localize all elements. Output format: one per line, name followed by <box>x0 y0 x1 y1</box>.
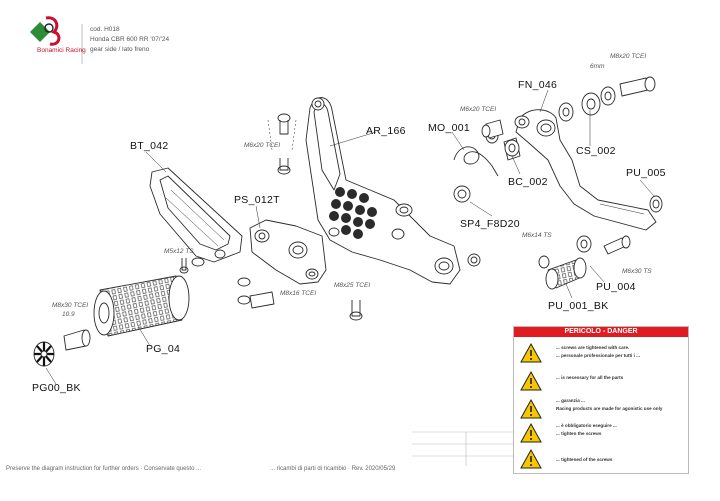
leader-lines <box>45 89 655 385</box>
form-box <box>412 431 516 466</box>
warning-triangle-icon <box>520 399 542 419</box>
footer-note-right: ... ricambi di parti di ricambio · Rev. … <box>270 466 396 472</box>
part-sp4-f8d20 <box>453 185 481 267</box>
part-bt-042 <box>149 167 243 267</box>
warning-text: ... garanzia ... <box>556 398 585 403</box>
part-fn-046 <box>514 109 657 231</box>
warning-triangle-icon <box>520 371 542 391</box>
label-bt-042: BT_042 <box>130 140 169 152</box>
ar-166-lightening-holes <box>329 187 377 239</box>
spec-m8x16: M8x16 TCEI <box>280 290 317 297</box>
part-pu-004 <box>576 235 631 255</box>
warning-row-1: ... screws are tightened with care. ... … <box>514 339 688 365</box>
bolt-m5x12 <box>179 258 189 274</box>
warning-text: ... è obbligatorio eseguire ... <box>556 423 617 428</box>
warning-text: Racing products are made for agonistic u… <box>556 406 663 411</box>
footer-note-left: Preserve the diagram instruction for fur… <box>6 466 202 472</box>
warning-triangle-icon <box>520 423 542 443</box>
label-pg-04: PG_04 <box>146 343 181 355</box>
label-ar-166: AR_166 <box>366 125 406 137</box>
part-ps-012t <box>249 219 327 285</box>
warning-text: ... is necessary for all the parts <box>556 375 624 380</box>
label-ps-012t: PS_012T <box>234 194 280 206</box>
product-model: Honda CBR 600 RR '07/'24 <box>90 36 170 43</box>
label-cs-002: CS_002 <box>576 145 616 157</box>
warning-text: ... screws are tightened with care. <box>556 345 630 350</box>
warning-row-3: ... garanzia ... Racing products are mad… <box>514 395 688 421</box>
warning-text: ... tighten the screws <box>556 431 602 436</box>
part-pg00-bk <box>33 341 55 367</box>
label-bc-002: BC_002 <box>508 176 548 188</box>
spec-m6x30: M6x30 TS <box>622 268 652 275</box>
part-pg-04 <box>93 275 190 337</box>
label-mo-001: MO_001 <box>428 122 471 134</box>
product-side: gear side / lato freno <box>90 46 150 53</box>
bolt-m8x25 <box>349 300 363 321</box>
spec-m8x25: M8x25 TCEI <box>334 282 371 289</box>
warning-triangle-icon <box>520 449 542 469</box>
label-pu-001-bk: PU_001_BK <box>548 300 609 312</box>
spec-grade-10-9: 10.9 <box>62 311 75 318</box>
warning-row-2: ... is necessary for all the parts <box>514 367 688 393</box>
bolt-m8x16 <box>237 277 275 309</box>
label-pg00-bk: PG00_BK <box>32 382 81 394</box>
part-pu-001-bk <box>538 255 587 290</box>
part-ar-166 <box>305 97 461 285</box>
label-sp4-f8d20: SP4_F8D20 <box>460 218 520 230</box>
warning-row-5: ... tightened of the screws <box>514 447 688 473</box>
spec-m8x30-left: M8x30 TCEI <box>52 302 89 309</box>
danger-title: PERICOLO - DANGER <box>514 327 688 337</box>
spec-6mm: 6mm <box>590 63 605 70</box>
bolt-m6x20-ar <box>481 119 504 139</box>
bolt-m8x20-top <box>619 76 656 97</box>
product-code: cod. H018 <box>90 26 120 33</box>
bolt-m6x20-left <box>267 113 297 175</box>
part-pu-005 <box>649 195 663 213</box>
washer-stack-cs-002 <box>558 86 616 122</box>
spec-m6x14: M6x14 TS <box>522 232 552 239</box>
spec-m8x20-top: M8x20 TCEI <box>610 53 647 60</box>
warning-triangle-icon <box>520 343 542 363</box>
warning-text: ... personale professionale per tutti i … <box>556 353 640 358</box>
label-fn-046: FN_046 <box>518 79 558 91</box>
part-mo-001-spring <box>453 146 499 177</box>
danger-warning-panel: PERICOLO - DANGER ... screws are tighten… <box>513 326 689 474</box>
label-pu-004: PU_004 <box>596 281 636 293</box>
spec-m5x12: M5x12 TS <box>164 248 194 255</box>
warning-row-4: ... è obbligatorio eseguire ... ... tigh… <box>514 421 688 447</box>
warning-text: ... tightened of the screws <box>556 457 613 462</box>
label-pu-005: PU_005 <box>626 167 666 179</box>
bolt-m8x30-left <box>63 329 91 351</box>
spec-m6x20-ar: M6x20 TCEI <box>460 106 497 113</box>
brand-logo-icon <box>30 16 61 46</box>
spec-m6x20-left: M6x20 TCEI <box>244 142 281 149</box>
logo-wordmark: Bonamici Racing <box>37 47 86 54</box>
